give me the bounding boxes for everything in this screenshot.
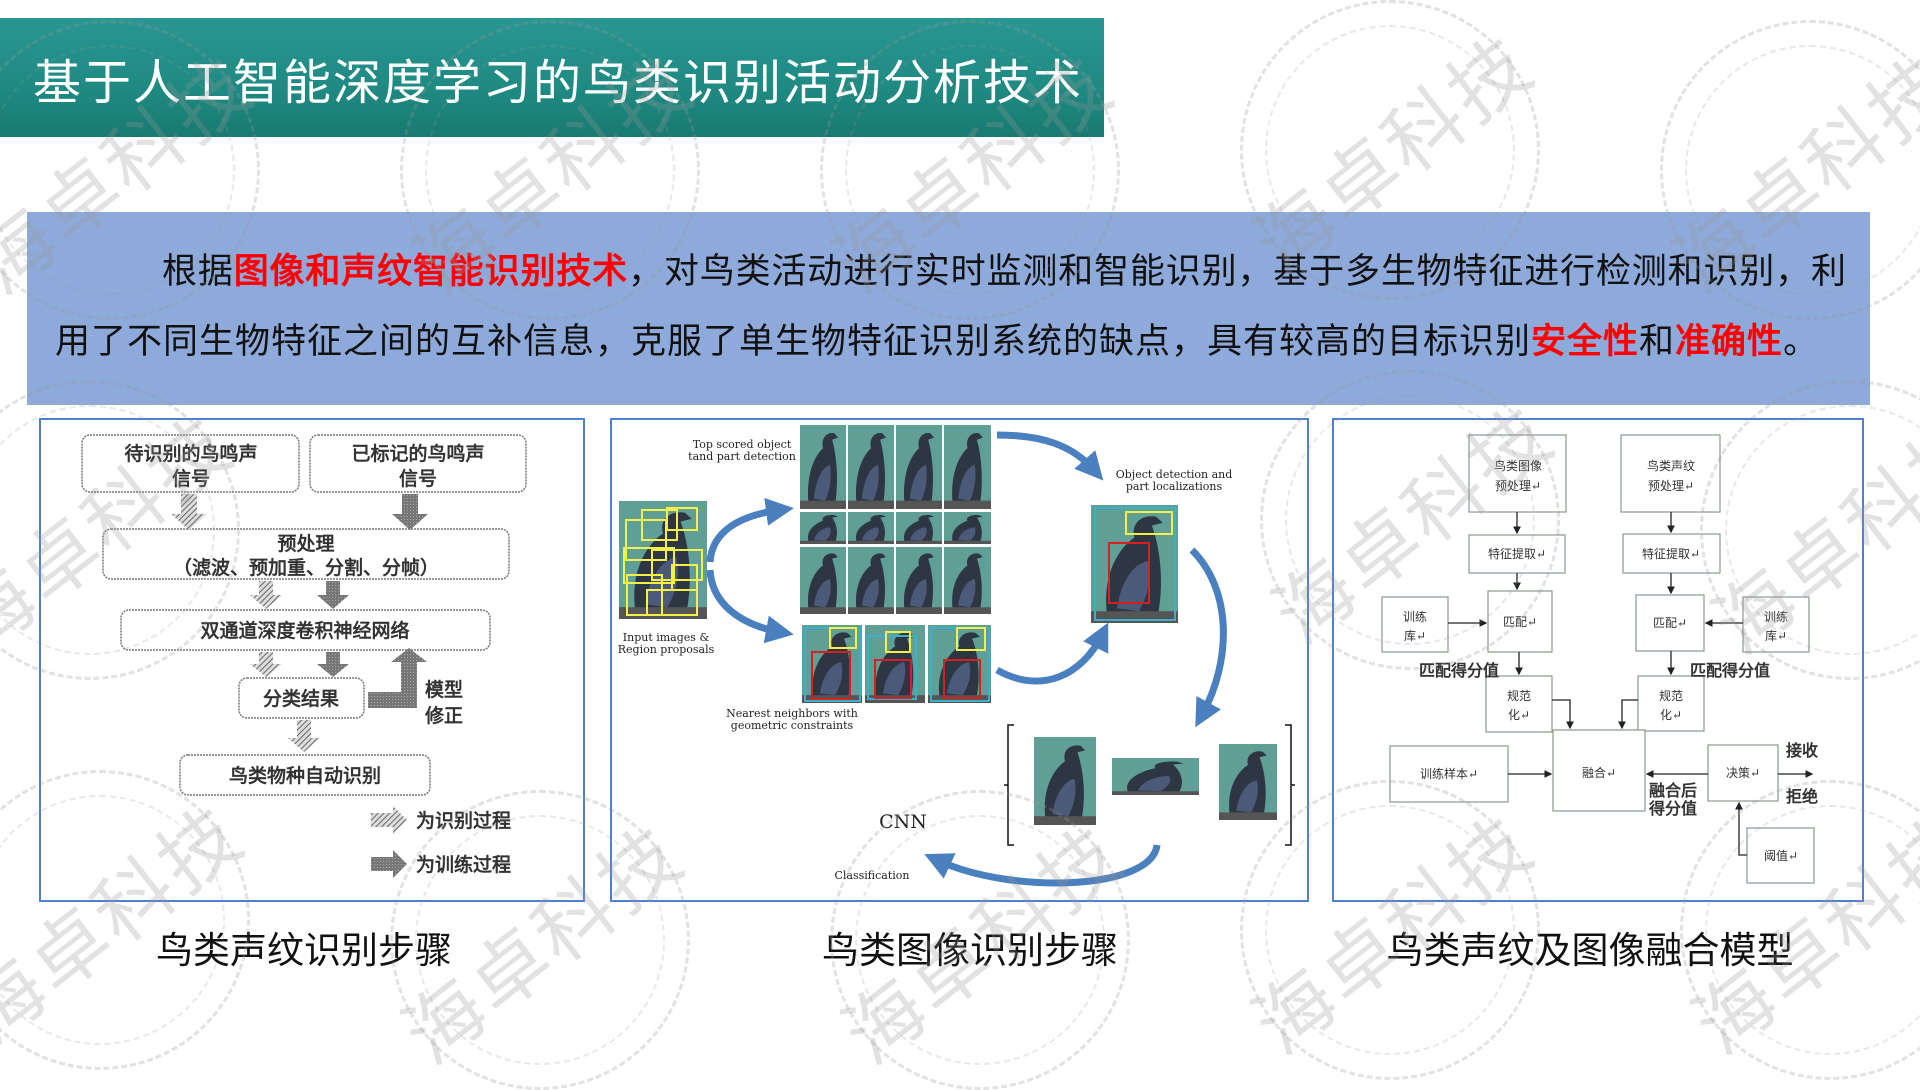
match-score-right: 匹配得分值 (1690, 661, 1770, 680)
decision-box (1707, 744, 1779, 802)
title-banner: 基于人工智能深度学习的鸟类识别活动分析技术 (0, 18, 1104, 137)
match-label-right: 匹配↵ (1653, 616, 1687, 630)
detection-result-image (1091, 505, 1178, 623)
cnn-label: 双通道深度卷积神经网络 (200, 619, 409, 642)
model-fix-label: 模型 (425, 678, 463, 701)
feature-box-left (1468, 534, 1566, 574)
feature-label-left: 特征提取↵ (1488, 546, 1546, 561)
feature-brackets (1004, 724, 1295, 846)
normalize-left (1485, 675, 1553, 733)
train-lib-label-left: 训练 (1403, 609, 1427, 624)
summary-text: 和 (1639, 322, 1676, 361)
normalize-label-right: 规范 (1659, 688, 1683, 703)
image-preprocess-label: 鸟类图像 (1494, 458, 1542, 473)
summary-line-1: 根据图像和声纹智能识别技术，对鸟类活动进行实时监测和智能识别，基于多生物特征进行… (55, 242, 1846, 312)
page-title: 基于人工智能深度学习的鸟类识别活动分析技术 (33, 56, 1084, 110)
top-scored-label: tand part detection (688, 450, 796, 463)
normalize-label-left: 化↵ (1508, 708, 1530, 722)
nearest-neighbor-images (802, 625, 991, 703)
match-box-right (1635, 594, 1705, 652)
train-lib-label-right: 训练 (1764, 609, 1788, 624)
preprocess-detail: （滤波、预加重、分割、分帧） (173, 556, 439, 579)
fusion-caption: 鸟类声纹及图像融合模型 (1386, 930, 1794, 971)
input-images-label: Input images & (623, 631, 710, 644)
reject-label: 拒绝 (1786, 787, 1818, 806)
summary-text: ，对鸟类活动进行实时监测和智能识别，基于多生物特征进行检测和识别，利 (628, 252, 1846, 291)
flow-arrows (171, 494, 428, 878)
summary-highlight: 安全性 (1531, 322, 1640, 361)
summary-text: 用了不同生物特征之间的互补信息，克服了单生物特征识别系统的缺点，具有较高的目标识… (55, 322, 1532, 361)
normalize-label-left: 规范 (1507, 688, 1531, 703)
feature-box-right (1622, 533, 1721, 574)
result-box (238, 677, 365, 719)
normalize-label-right: 化↵ (1660, 708, 1682, 722)
unknown-signal-label: 信号 (172, 467, 210, 490)
fused-score-label: 融合后 (1649, 781, 1697, 800)
match-box-left (1487, 590, 1553, 653)
voice-preprocess-box (1620, 434, 1721, 513)
nearest-neighbors-label: geometric constraints (731, 719, 854, 732)
train-lib-label-right: 库↵ (1765, 628, 1787, 643)
train-sample-label: 训练样本↵ (1420, 766, 1478, 781)
summary-line-2: 用了不同生物特征之间的互补信息，克服了单生物特征识别系统的缺点，具有较高的目标识… (55, 312, 1846, 382)
train-lib-label-left: 库↵ (1404, 628, 1426, 643)
image-recognition-diagram: Top scored object tand part detection Ob… (610, 418, 1309, 902)
object-detection-label: part localizations (1126, 480, 1223, 493)
fusion-model-diagram: 鸟类图像 预处理↵ 鸟类声纹 预处理↵ 特征提取↵ 特征提取↵ 匹配↵ 匹配↵ … (1332, 418, 1864, 902)
result-label: 分类结果 (263, 687, 339, 710)
classification-label: Classification (834, 869, 909, 882)
threshold-label: 阈值↵ (1764, 848, 1798, 863)
fuse-label: 融合↵ (1582, 765, 1616, 780)
voice-preprocess-label: 鸟类声纹 (1647, 458, 1695, 473)
summary-box: 根据图像和声纹智能识别技术，对鸟类活动进行实时监测和智能识别，基于多生物特征进行… (27, 212, 1870, 405)
unknown-signal-label: 待识别的鸟鸣声 (124, 442, 257, 465)
legend-recognition: 为识别过程 (416, 809, 511, 832)
object-detection-label: Object detection and (1116, 468, 1233, 481)
unknown-signal-box (81, 434, 300, 493)
output-label: 鸟类物种自动识别 (229, 764, 381, 787)
summary-highlight: 准确性 (1675, 322, 1784, 361)
legend-training: 为训练过程 (416, 853, 511, 876)
image-preprocess-label: 预处理↵ (1495, 479, 1541, 493)
voice-preprocess-label: 预处理↵ (1648, 479, 1694, 493)
top-scored-label: Top scored object (693, 438, 792, 451)
labeled-signal-label: 信号 (399, 467, 437, 490)
input-image (619, 501, 707, 619)
fused-score-label: 得分值 (1648, 799, 1697, 818)
voiceprint-caption: 鸟类声纹识别步骤 (156, 930, 452, 971)
top-scored-grid (800, 425, 991, 614)
train-lib-left (1381, 596, 1449, 653)
fuse-box (1552, 729, 1646, 812)
cnn-label: CNN (879, 811, 927, 833)
summary-text: 。 (1783, 322, 1820, 361)
part-crops (1034, 737, 1277, 825)
input-images-label: Region proposals (618, 643, 715, 656)
train-lib-right (1742, 596, 1810, 653)
voiceprint-diagram: 待识别的鸟鸣声 信号 已标记的鸟鸣声 信号 预处理 （滤波、预加重、分割、分帧）… (39, 418, 585, 902)
preprocess-label: 预处理 (277, 532, 334, 555)
normalize-right (1637, 675, 1705, 732)
train-sample-box (1389, 745, 1509, 803)
image-caption: 鸟类图像识别步骤 (822, 930, 1118, 971)
flow-arrows (706, 431, 1227, 887)
accept-label: 接收 (1786, 741, 1818, 760)
labeled-signal-label: 已标记的鸟鸣声 (351, 442, 484, 465)
match-label-left: 匹配↵ (1503, 615, 1537, 629)
model-fix-label: 修正 (424, 704, 463, 727)
image-preprocess-box (1468, 434, 1567, 513)
labeled-signal-box (309, 434, 527, 493)
preprocess-box (102, 528, 510, 580)
summary-text: 根据 (162, 252, 234, 291)
nearest-neighbors-label: Nearest neighbors with (726, 707, 858, 720)
summary-highlight: 图像和声纹智能识别技术 (233, 252, 629, 291)
output-box (179, 754, 431, 796)
match-score-left: 匹配得分值 (1419, 661, 1499, 680)
decision-label: 决策↵ (1726, 766, 1760, 780)
feature-label-right: 特征提取↵ (1642, 546, 1700, 561)
